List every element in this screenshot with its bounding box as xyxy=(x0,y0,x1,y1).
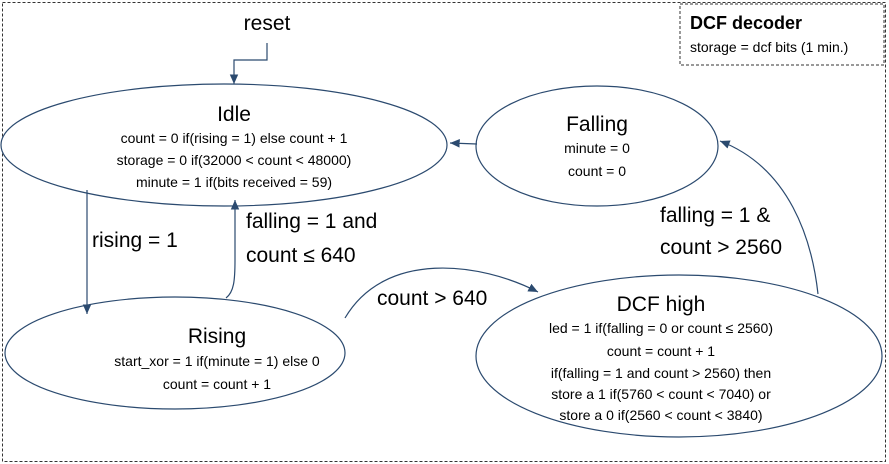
state-dcf-high-line-5: store a 0 if(2560 < count < 3840) xyxy=(559,407,762,423)
legend-title: DCF decoder xyxy=(690,13,802,33)
edge-dcf-to-falling-label-1: falling = 1 & xyxy=(660,204,770,227)
state-rising-line-1: start_xor = 1 if(minute = 1) else 0 xyxy=(114,353,320,369)
state-dcf-high-line-2: count = count + 1 xyxy=(607,343,715,359)
edge-rising-to-dcf xyxy=(344,267,539,319)
edge-rising-to-idle xyxy=(225,200,240,299)
state-rising-line-2: count = count + 1 xyxy=(163,376,271,392)
state-dcf-high: DCF high led = 1 if(falling = 0 or count… xyxy=(475,274,883,438)
state-idle-title: Idle xyxy=(217,103,251,126)
state-falling-line-1: minute = 0 xyxy=(564,140,630,156)
edge-rising-to-idle-label-1: falling = 1 and xyxy=(246,210,377,233)
legend-box: DCF decoder storage = dcf bits (1 min.) xyxy=(679,3,885,66)
state-idle-line-3: minute = 1 if(bits received = 59) xyxy=(136,174,332,190)
state-dcf-high-line-1: led = 1 if(falling = 0 or count ≤ 2560) xyxy=(549,320,773,336)
reset-arrow xyxy=(229,43,268,84)
edge-dcf-to-falling xyxy=(719,140,819,295)
state-dcf-high-line-3: if(falling = 1 and count > 2560) then xyxy=(551,365,771,381)
state-dcf-high-title: DCF high xyxy=(617,293,706,316)
state-rising-title: Rising xyxy=(188,325,246,348)
state-falling-title: Falling xyxy=(566,113,628,136)
state-idle-line-2: storage = 0 if(32000 < count < 48000) xyxy=(117,152,352,168)
edge-rising-to-idle-label-2: count ≤ 640 xyxy=(246,244,356,267)
state-dcf-high-line-4: store a 1 if(5760 < count < 7040) or xyxy=(551,386,771,402)
state-idle: Idle count = 0 if(rising = 1) else count… xyxy=(0,83,448,207)
edge-idle-to-rising-label: rising = 1 xyxy=(92,229,178,252)
legend-line: storage = dcf bits (1 min.) xyxy=(690,39,848,55)
edge-dcf-to-falling-label-2: count > 2560 xyxy=(660,236,782,259)
state-idle-line-1: count = 0 if(rising = 1) else count + 1 xyxy=(121,130,348,146)
edge-rising-to-dcf-label: count > 640 xyxy=(377,287,487,310)
state-rising: Rising start_xor = 1 if(minute = 1) else… xyxy=(4,296,346,410)
edge-falling-to-idle xyxy=(449,139,478,148)
state-falling: Falling minute = 0 count = 0 xyxy=(475,85,719,207)
reset-label: reset xyxy=(244,12,291,35)
state-falling-line-2: count = 0 xyxy=(568,163,626,179)
